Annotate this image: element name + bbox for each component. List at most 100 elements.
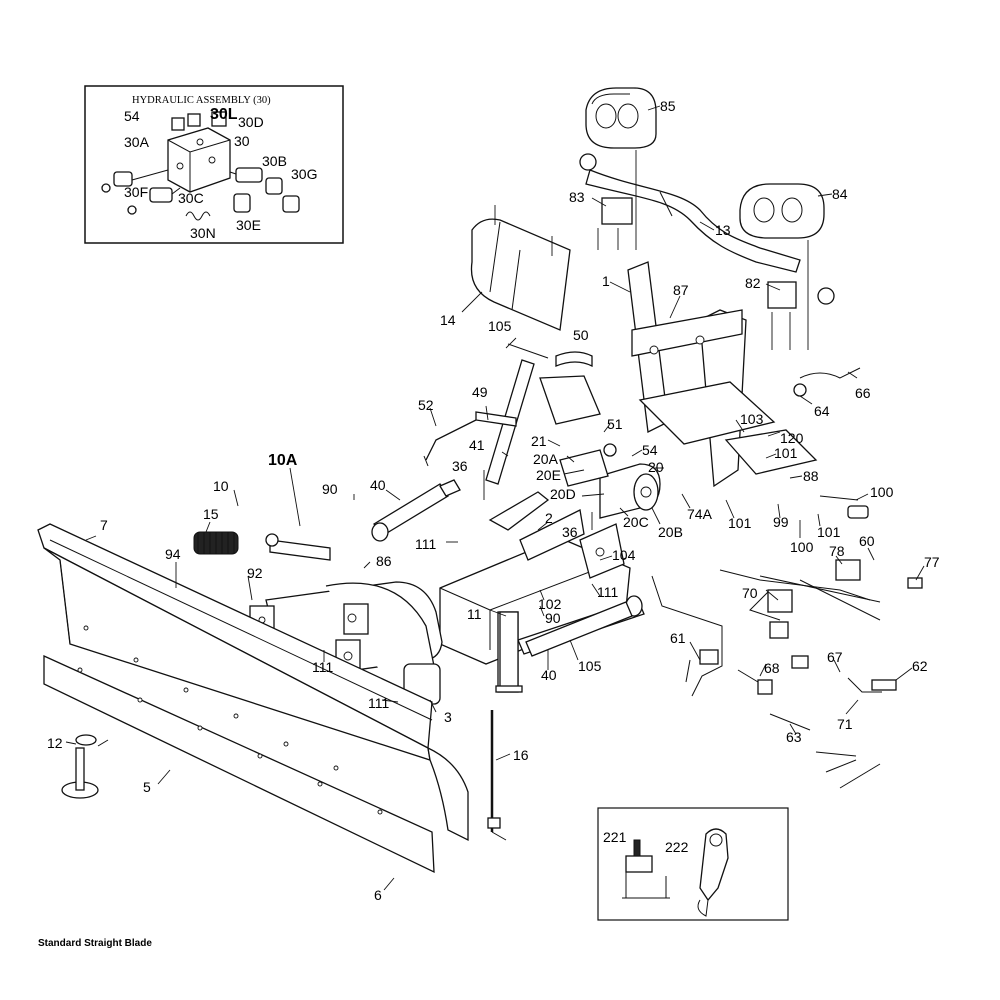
callout-85: 85 [660,98,676,114]
callout-68: 68 [764,660,780,676]
callout-100-a: 100 [870,484,894,500]
wiring-harness-drawing [651,367,923,789]
callout-30E: 30E [236,217,261,233]
callout-99: 99 [773,514,789,530]
callout-86: 86 [376,553,392,569]
callout-41: 41 [469,437,485,453]
callout-36-a: 36 [452,458,468,474]
callout-71: 71 [837,716,853,732]
callout-90-a: 90 [322,481,338,497]
callout-50: 50 [573,327,589,343]
valve-block-drawing [101,111,300,221]
callout-101-a: 101 [774,445,798,461]
callout-111-c: 111 [312,659,333,675]
callout-63: 63 [786,729,802,745]
callout-13: 13 [715,222,731,238]
callout-78: 78 [829,543,845,559]
callout-90-b: 90 [545,610,561,626]
callout-3: 3 [444,709,452,725]
blade-moldboard-drawing [37,523,469,842]
stand-drawing [495,611,523,693]
callout-74A: 74A [687,506,713,522]
callout-30F: 30F [124,184,148,200]
hydraulic-assembly-inset: HYDRAULIC ASSEMBLY (30) [84,85,344,244]
callout-40-a: 40 [370,477,386,493]
callout-30B: 30B [262,153,287,169]
callout-105: 105 [488,318,512,334]
shield-14-drawing [470,205,571,331]
callout-10A: 10A [268,452,298,469]
callout-64: 64 [814,403,830,419]
callout-21: 21 [531,433,547,449]
hydraulic-inset-title: HYDRAULIC ASSEMBLY (30) [132,95,271,106]
callout-20A: 20A [533,451,559,467]
callout-30A: 30A [124,134,150,150]
callout-82: 82 [745,275,761,291]
callout-221: 221 [603,829,627,845]
callout-70: 70 [742,585,758,601]
light-bar-drawing [579,150,835,350]
blade-marker-drawing [487,710,507,841]
callout-51: 51 [607,416,623,432]
callout-77: 77 [924,554,940,570]
callout-12: 12 [47,735,63,751]
pump-motor-drawing [559,443,661,519]
callout-83: 83 [569,189,585,205]
callout-94: 94 [165,546,181,562]
callout-14: 14 [440,312,456,328]
callout-30C: 30C [178,190,204,206]
leader-lines [65,105,925,891]
joystick-221-drawing [622,839,670,899]
callout-66: 66 [855,385,871,401]
callout-105-b: 105 [578,658,602,674]
callout-52: 52 [418,397,434,413]
callout-10: 10 [213,478,229,494]
callout-104: 104 [612,547,636,563]
callout-30D: 30D [238,114,264,130]
cutting-edge-drawing [43,625,435,874]
callout-67: 67 [827,649,843,665]
callout-222: 222 [665,839,689,855]
angle-cylinder-right-drawing [525,601,633,657]
callout-92: 92 [247,565,263,581]
callout-7: 7 [100,517,108,533]
callout-labels: 85 84 83 13 1 87 82 14 105 50 66 64 49 5… [47,98,940,903]
callout-30L: 30L [210,106,238,123]
callout-54-inset: 54 [124,108,140,124]
callout-30N: 30N [190,225,216,241]
callout-20B: 20B [658,524,683,540]
callout-120: 120 [780,430,804,446]
callout-40-b: 40 [541,667,557,683]
callout-62: 62 [912,658,928,674]
callout-103: 103 [740,411,764,427]
callout-111-d: 111 [368,695,389,711]
callout-20D: 20D [550,486,576,502]
callout-20C: 20C [623,514,649,530]
callout-2: 2 [545,510,553,526]
hydraulic-inset-labels: 54 30L 30D 30A 30 30B 30G 30F 30C 30E 30… [124,106,317,241]
callout-102: 102 [538,596,562,612]
controls-inset: 221 222 [597,807,789,921]
callout-20: 20 [648,459,664,475]
callout-5: 5 [143,779,151,795]
callout-6: 6 [374,887,382,903]
callout-87: 87 [673,282,689,298]
skid-shoe-drawing [61,734,109,799]
callout-30: 30 [234,133,250,149]
callout-54: 54 [642,442,658,458]
angle-cylinder-drawing [371,479,461,542]
callout-30G: 30G [291,166,317,182]
controller-222-drawing [697,828,729,917]
callout-88: 88 [803,468,819,484]
headlight-left-drawing [585,87,657,149]
mount-frame-drawing [627,261,818,488]
headlight-right-drawing [739,183,825,239]
callout-1: 1 [602,273,610,289]
callout-100-b: 100 [790,539,814,555]
callout-101-b: 101 [728,515,752,531]
callout-49: 49 [472,384,488,400]
callout-84: 84 [832,186,848,202]
callout-11: 11 [467,606,482,622]
